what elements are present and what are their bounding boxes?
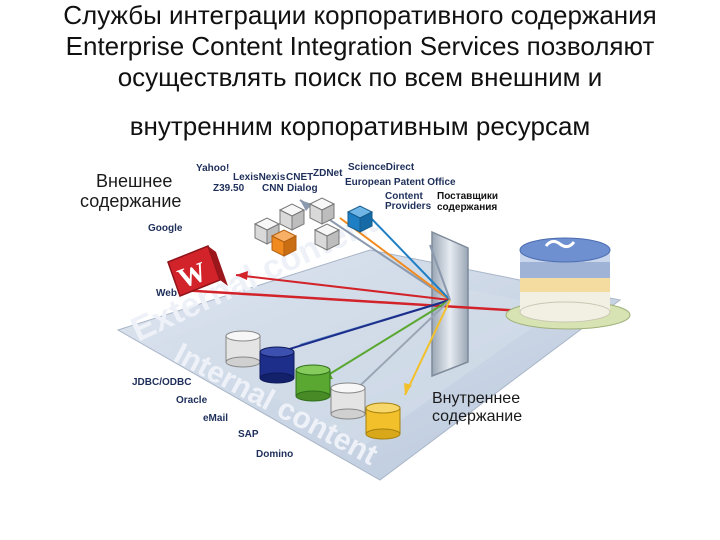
source-label-google: Google bbox=[148, 223, 183, 234]
source-label-lexisnexis: LexisNexis bbox=[233, 172, 286, 183]
cube-icon bbox=[278, 203, 306, 231]
server-layer-bottom bbox=[519, 301, 611, 323]
source-label-cnn: CNN bbox=[262, 183, 284, 194]
source-label-yahoo: Yahoo! bbox=[196, 163, 229, 174]
internal-label-line1: Внутреннее bbox=[432, 390, 520, 407]
source-label-oracle: Oracle bbox=[176, 395, 208, 406]
title-line-1: Службы интеграции корпоративного содержа… bbox=[63, 0, 657, 30]
cube-icon bbox=[313, 223, 341, 251]
source-label-email: eMail bbox=[203, 413, 228, 424]
arrowhead bbox=[300, 200, 312, 211]
server-layer bbox=[520, 260, 610, 278]
arrowhead bbox=[236, 271, 248, 280]
cube-icon bbox=[308, 197, 336, 225]
source-label-epo: European Patent Office bbox=[345, 177, 456, 188]
source-label-dialog: Dialog bbox=[287, 183, 318, 194]
arrow-line bbox=[259, 299, 451, 359]
providers-ru-line2: содержания bbox=[437, 202, 497, 213]
content-integration-diagram: External content Internal content bbox=[80, 162, 631, 481]
source-label-web: Web bbox=[156, 288, 177, 299]
server-stack-icon bbox=[505, 237, 631, 330]
glass-panel bbox=[431, 230, 469, 378]
source-label-sap: SAP bbox=[238, 429, 259, 440]
external-label-line1: Внешнее bbox=[96, 171, 172, 191]
source-label-zdnet: ZDNet bbox=[313, 168, 343, 179]
external-label-line2: содержание bbox=[80, 191, 181, 211]
arrow-line bbox=[429, 244, 451, 301]
source-label-sciencedirect: ScienceDirect bbox=[348, 162, 415, 173]
database-icon-white bbox=[330, 382, 366, 420]
cube-icon-orange bbox=[270, 229, 298, 257]
internal-label-line2: содержание bbox=[432, 408, 522, 425]
providers-en-line2: Providers bbox=[385, 201, 432, 212]
arrow-line bbox=[319, 299, 451, 381]
provider-cubes bbox=[253, 197, 374, 257]
slide-title: Службы интеграции корпоративного содержа… bbox=[0, 0, 720, 142]
red-arrow-line bbox=[179, 288, 541, 314]
title-line-2: Enterprise Content Integration Services … bbox=[65, 31, 655, 61]
arrow-line bbox=[404, 299, 451, 396]
database-icon-yellow bbox=[365, 402, 401, 440]
cube-icon-blue bbox=[346, 205, 374, 233]
source-label-z3950: Z39.50 bbox=[213, 183, 245, 194]
arrow-line bbox=[235, 274, 451, 301]
cube-icon bbox=[253, 217, 281, 245]
title-line-3: осуществлять поиск по всем внешним и bbox=[117, 62, 603, 92]
database-icon-white bbox=[225, 330, 261, 368]
providers-en-line1: Content bbox=[385, 191, 423, 202]
arrow-line bbox=[344, 299, 451, 401]
source-label-jdbc: JDBC/ODBC bbox=[132, 377, 191, 388]
title-line-4: внутренним корпоративным ресурсам bbox=[129, 111, 591, 141]
arrow-line bbox=[367, 214, 451, 301]
web-icon: W bbox=[167, 245, 228, 297]
source-label-cnet: CNET bbox=[286, 172, 313, 183]
source-label-domino: Domino bbox=[256, 449, 293, 460]
server-logo bbox=[544, 239, 576, 249]
database-icon-navy bbox=[259, 346, 295, 384]
database-icon-green bbox=[295, 364, 331, 402]
providers-ru-line1: Поставщики bbox=[437, 191, 498, 202]
server-layer bbox=[520, 276, 610, 292]
server-top bbox=[519, 237, 611, 263]
arrowhead bbox=[404, 383, 412, 395]
